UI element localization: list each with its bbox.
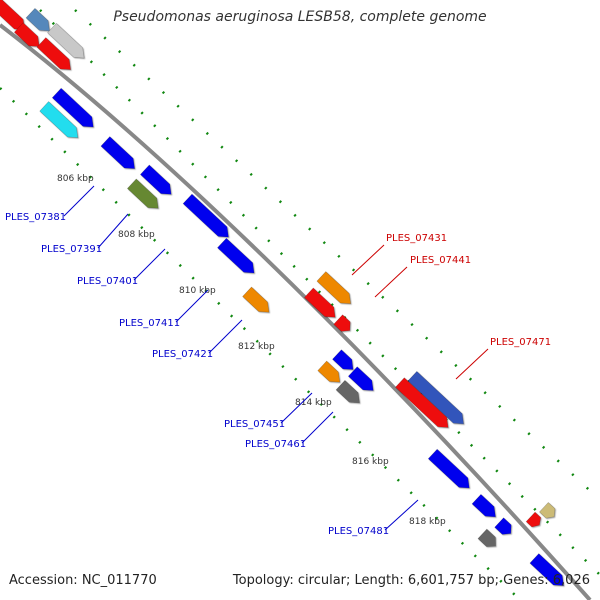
gene-block-blue[interactable] [51, 87, 97, 132]
gene-block-khaki[interactable] [539, 502, 558, 521]
accession-label: Accession: NC_011770 [9, 573, 157, 588]
gene-block-orange[interactable] [316, 271, 355, 309]
gene-block-red[interactable] [395, 377, 452, 433]
gene-block-blue[interactable] [332, 349, 358, 375]
gene-label[interactable]: PLES_07411 [119, 318, 180, 329]
genome-summary: Topology: circular; Length: 6,601,757 bp… [232, 573, 590, 588]
gene-block-blue[interactable] [217, 237, 258, 278]
gene-block-orange[interactable] [317, 360, 344, 387]
gene-block-red[interactable] [36, 37, 75, 75]
gene-label[interactable]: PLES_07401 [77, 276, 138, 287]
gene-label[interactable]: PLES_07481 [328, 526, 389, 537]
gene-block-blue[interactable] [471, 493, 500, 521]
gene-block-blue[interactable] [529, 553, 568, 591]
gene-block-cyan[interactable] [39, 101, 83, 143]
gene-label[interactable]: PLES_07381 [5, 212, 66, 223]
gene-block-red[interactable] [525, 511, 544, 530]
gene-label[interactable]: PLES_07441 [410, 255, 471, 266]
gene-label[interactable]: PLES_07431 [386, 233, 447, 244]
callout-line [175, 289, 209, 323]
gene-block-grey[interactable] [47, 22, 88, 63]
far-dotted-guide [74, 9, 600, 501]
gene-block-orange[interactable] [242, 286, 274, 317]
gene-block-darkgrey[interactable] [335, 379, 364, 407]
gene-block-blue[interactable] [427, 448, 473, 493]
gene-block-blue[interactable] [347, 366, 377, 396]
callout-line [455, 348, 489, 380]
gene-label[interactable]: PLES_07391 [41, 244, 102, 255]
callout-line [208, 319, 243, 354]
gene-block-blue[interactable] [494, 517, 516, 538]
scale-tick-label: 814 kbp [295, 398, 332, 408]
callout-line [97, 213, 129, 249]
gene-block-blue[interactable] [100, 136, 139, 174]
gene-block-olive[interactable] [126, 178, 162, 213]
callout-line [374, 266, 408, 298]
gene-block-red[interactable] [303, 287, 339, 322]
gene-label[interactable]: PLES_07421 [152, 349, 213, 360]
gene-block-red[interactable] [333, 314, 355, 335]
scale-tick-label: 816 kbp [352, 457, 389, 467]
callout-line [384, 499, 419, 531]
outer-dotted-guide [39, 9, 600, 576]
scale-tick-label: 812 kbp [238, 342, 275, 352]
gene-block-darkgrey[interactable] [477, 528, 500, 551]
gene-label[interactable]: PLES_07451 [224, 419, 285, 430]
gene-label[interactable]: PLES_07461 [245, 439, 306, 450]
callout-line [301, 411, 334, 444]
scale-tick-label: 806 kbp [57, 174, 94, 184]
callout-line [280, 392, 313, 424]
gene-block-blue[interactable] [407, 370, 468, 428]
map-title: Pseudomonas aeruginosa LESB58, complete … [113, 9, 487, 25]
gene-label[interactable]: PLES_07471 [490, 337, 551, 348]
scale-tick-label: 818 kbp [409, 517, 446, 527]
callout-line [63, 185, 95, 217]
callout-line [351, 244, 385, 276]
scale-tick-label: 808 kbp [118, 230, 155, 240]
gene-block-blue[interactable] [182, 193, 233, 242]
callout-line [133, 248, 166, 281]
scale-tick-label: 810 kbp [179, 286, 216, 296]
gene-block-blue[interactable] [139, 164, 175, 199]
gene-block-red[interactable] [13, 22, 43, 52]
genome-backbone [0, 23, 592, 600]
gene-block-steelblue[interactable] [25, 7, 54, 35]
